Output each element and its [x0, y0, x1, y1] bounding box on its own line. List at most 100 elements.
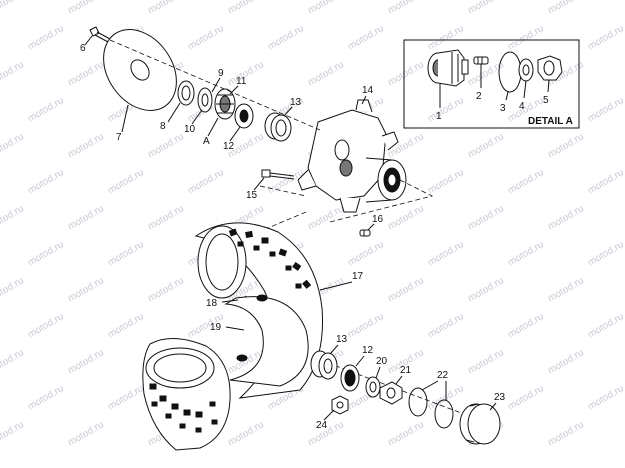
watermark-text: motod.ru	[146, 131, 186, 160]
callout-10: 10	[184, 124, 196, 135]
watermark-text: motod.ru	[306, 203, 346, 232]
part-24-lug-nut	[331, 395, 349, 415]
part-12-lower-bearing	[340, 364, 360, 392]
watermark-text: motod.ru	[66, 131, 106, 160]
callout-a: A	[203, 136, 210, 147]
part-20-seal	[365, 376, 381, 398]
callout-24: 24	[316, 420, 328, 431]
watermark-text: motod.ru	[0, 347, 26, 376]
callout-14: 14	[362, 85, 374, 96]
watermark-text: motod.ru	[386, 275, 426, 304]
callout-5: 5	[543, 95, 549, 106]
part-13-lower-bearing-cup	[310, 350, 338, 380]
part-7-brake-disc	[103, 29, 177, 111]
watermark-text: motod.ru	[66, 203, 106, 232]
watermark-text: motod.ru	[186, 167, 226, 196]
callout-8: 8	[160, 121, 166, 132]
detail-part-pin	[473, 56, 489, 65]
part-10-spacer	[197, 87, 213, 113]
watermark-text: motod.ru	[306, 59, 346, 88]
watermark-text: motod.ru	[0, 0, 26, 17]
watermark-text: motod.ru	[466, 347, 506, 376]
watermark-text: motod.ru	[186, 23, 226, 52]
watermark-text: motod.ru	[546, 0, 586, 17]
callout-20: 20	[376, 356, 388, 367]
watermark-text: motod.ru	[546, 203, 586, 232]
watermark-text: motod.ru	[66, 419, 106, 448]
watermark-text: motod.ru	[26, 239, 66, 268]
part-8-seal	[177, 80, 195, 106]
watermark-text: motod.ru	[506, 311, 546, 340]
watermark-text: motod.ru	[66, 275, 106, 304]
watermark-text: motod.ru	[506, 383, 546, 412]
watermark-text: motod.ru	[0, 419, 26, 448]
watermark-text: motod.ru	[0, 131, 26, 160]
detail-a-title: DETAIL A	[528, 116, 573, 127]
watermark-text: motod.ru	[586, 311, 625, 340]
part-11-bearing	[214, 88, 236, 120]
watermark-text: motod.ru	[546, 347, 586, 376]
callout-23: 23	[494, 392, 506, 403]
part-12-bearing	[234, 103, 254, 129]
watermark-text: motod.ru	[306, 0, 346, 17]
watermark-text: motod.ru	[586, 383, 625, 412]
watermark-text: motod.ru	[506, 23, 546, 52]
watermark-text: motod.ru	[26, 23, 66, 52]
callout-9: 9	[218, 68, 224, 79]
watermark-text: motod.ru	[226, 0, 266, 17]
watermark-text: motod.ru	[386, 419, 426, 448]
watermark-text: motod.ru	[546, 131, 586, 160]
watermark-text: motod.ru	[106, 239, 146, 268]
watermark-text: motod.ru	[506, 167, 546, 196]
part-21-nut	[379, 381, 403, 405]
watermark-text: motod.ru	[146, 203, 186, 232]
callout-18: 18	[206, 298, 218, 309]
watermark-text: motod.ru	[226, 419, 266, 448]
watermark-text: motod.ru	[426, 23, 466, 52]
callout-12-lower: 12	[362, 345, 374, 356]
watermark-text: motod.ru	[586, 239, 625, 268]
callout-21: 21	[400, 365, 412, 376]
watermark-text: motod.ru	[146, 275, 186, 304]
callout-15: 15	[246, 190, 258, 201]
callout-4: 4	[519, 101, 525, 112]
watermark-text: motod.ru	[346, 239, 386, 268]
part-14-hub	[297, 99, 407, 213]
watermark-text: motod.ru	[146, 0, 186, 17]
callout-17: 17	[352, 271, 364, 282]
watermark-text: motod.ru	[66, 347, 106, 376]
watermark-text: motod.ru	[426, 167, 466, 196]
watermark-text: motod.ru	[386, 203, 426, 232]
watermark-text: motod.ru	[586, 167, 625, 196]
watermark-text: motod.ru	[26, 167, 66, 196]
watermark-text: motod.ru	[346, 23, 386, 52]
watermark-text: motod.ru	[426, 95, 466, 124]
watermark-text: motod.ru	[26, 95, 66, 124]
part-15-stud	[261, 169, 295, 180]
callout-7: 7	[116, 132, 122, 143]
callout-16: 16	[372, 214, 384, 225]
watermark-text: motod.ru	[266, 23, 306, 52]
watermark-text: motod.ru	[426, 311, 466, 340]
detail-part-hub-nut	[427, 49, 469, 87]
callout-6: 6	[80, 43, 86, 54]
part-19-wheel-rim	[224, 294, 309, 387]
watermark-text: motod.ru	[106, 311, 146, 340]
watermark-text: motod.ru	[66, 59, 106, 88]
detail-part-castle-nut	[537, 55, 563, 81]
part-13-bearing-cup	[264, 112, 292, 142]
watermark-text: motod.ru	[466, 203, 506, 232]
watermark-text: motod.ru	[66, 0, 106, 17]
watermark-text: motod.ru	[386, 59, 426, 88]
watermark-text: motod.ru	[586, 95, 625, 124]
watermark-text: motod.ru	[506, 239, 546, 268]
callout-22: 22	[437, 370, 449, 381]
watermark-text: motod.ru	[26, 383, 66, 412]
watermark-text: motod.ru	[106, 167, 146, 196]
watermark-text: motod.ru	[106, 383, 146, 412]
watermark-text: motod.ru	[426, 239, 466, 268]
watermark-text: motod.ru	[466, 131, 506, 160]
watermark-text: motod.ru	[0, 275, 26, 304]
watermark-text: motod.ru	[466, 0, 506, 17]
